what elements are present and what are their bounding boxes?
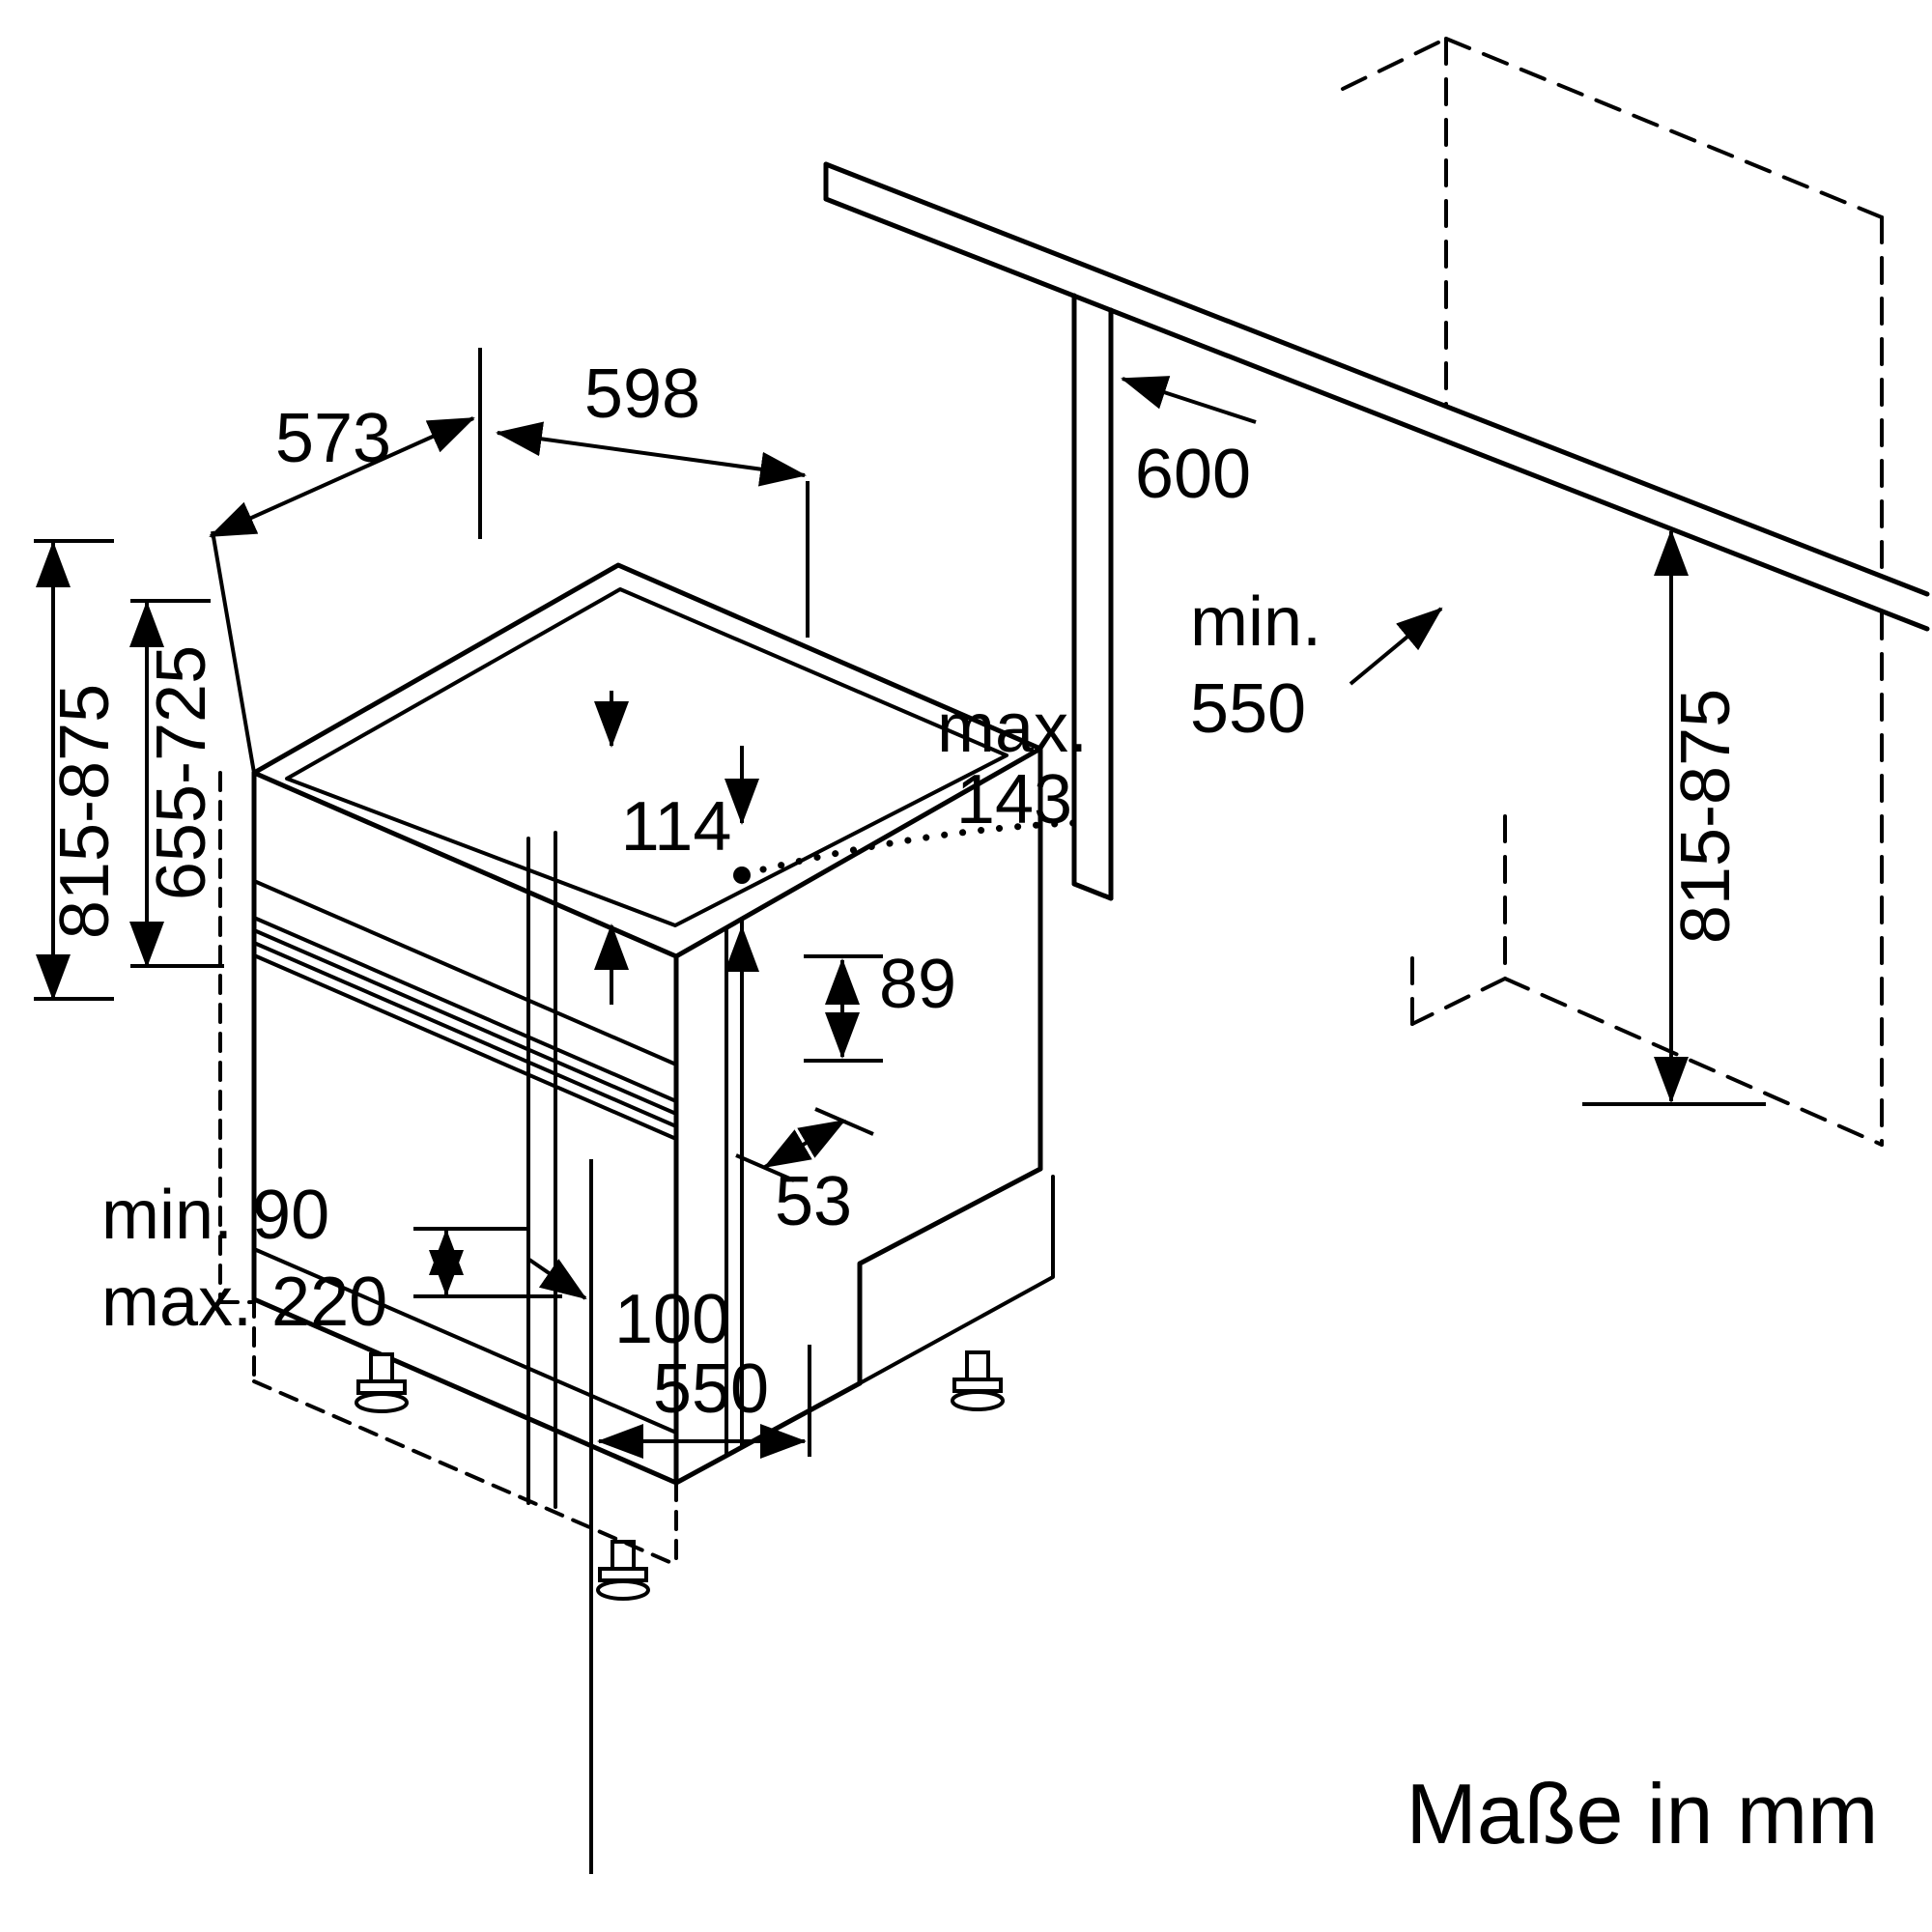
plinth-min-label: min. 90: [101, 1177, 329, 1254]
front-panel-height-label: 655-725: [143, 645, 220, 900]
dishwasher-top-lid-inner: [285, 587, 1009, 927]
foot-front-left: [355, 1352, 409, 1413]
dimension-niche-depth-min: min. 550: [1190, 583, 1443, 748]
dimension-appliance-height: 815-875: [34, 539, 124, 1001]
control-panel-stripes: [252, 879, 678, 1141]
control-panel-height-label: 114: [621, 788, 732, 866]
plinth-dashed-outline: [218, 771, 678, 1567]
dimension-rear-recess-height: 89: [804, 946, 956, 1063]
dimension-rear-recess-depth: 53: [735, 1107, 874, 1240]
foot-rear-right: [951, 1350, 1005, 1411]
dimension-door-max-overhang: max. 143: [724, 690, 1088, 1007]
niche-width-label: 600: [1135, 436, 1251, 513]
dimension-control-panel-height: 114: [594, 691, 732, 1005]
door-plane-lines: [526, 831, 744, 1509]
dimension-plinth-height-range: min. 90 max. 220: [101, 1177, 562, 1341]
niche-side-panel: [1071, 293, 1114, 901]
dishwasher-top-face: [251, 562, 1043, 959]
dotted-leader-line: [759, 819, 1078, 873]
dimension-width: 598: [496, 355, 810, 638]
door-max-overhang-value: 143: [956, 761, 1072, 838]
niche-depth-min-label: min.: [1190, 583, 1321, 661]
rear-recess-depth-label: 53: [775, 1163, 852, 1240]
dimension-front-panel-height: 655-725: [129, 599, 224, 968]
dimension-plinth-depth: 100: [527, 1258, 730, 1358]
appliance-height-label: 815-875: [46, 684, 124, 939]
niche-height-label: 815-875: [1667, 689, 1745, 944]
rear-recess-height-label: 89: [879, 946, 956, 1023]
dimension-top-depth: 573: [209, 348, 482, 774]
dishwasher-body: [251, 562, 1055, 1509]
dimension-niche-width: 600: [1121, 376, 1257, 513]
base-depth-label: 550: [653, 1350, 769, 1428]
measure-point-dot: [733, 867, 751, 884]
foot-front-center: [596, 1540, 650, 1601]
door-max-overhang-label: max.: [937, 690, 1088, 767]
door-bottom-line: [252, 1247, 678, 1435]
dimension-niche-height: 815-875: [1582, 529, 1766, 1106]
adjacent-cabinet-dashed: [1341, 37, 1884, 1147]
adjustable-feet: [355, 1350, 1005, 1601]
top-depth-label: 573: [275, 400, 391, 477]
plinth-max-label: max. 220: [101, 1264, 387, 1341]
base-below-recess: [858, 1175, 1055, 1385]
units-note: Maße in mm: [1406, 1766, 1879, 1861]
niche-depth-min-value: 550: [1190, 670, 1306, 748]
rear-recess-notch: [857, 1166, 1043, 1386]
worktop: [823, 161, 1930, 632]
width-label: 598: [584, 355, 700, 433]
plinth-depth-label: 100: [614, 1281, 730, 1358]
dimension-base-depth: 550: [589, 1159, 811, 1874]
